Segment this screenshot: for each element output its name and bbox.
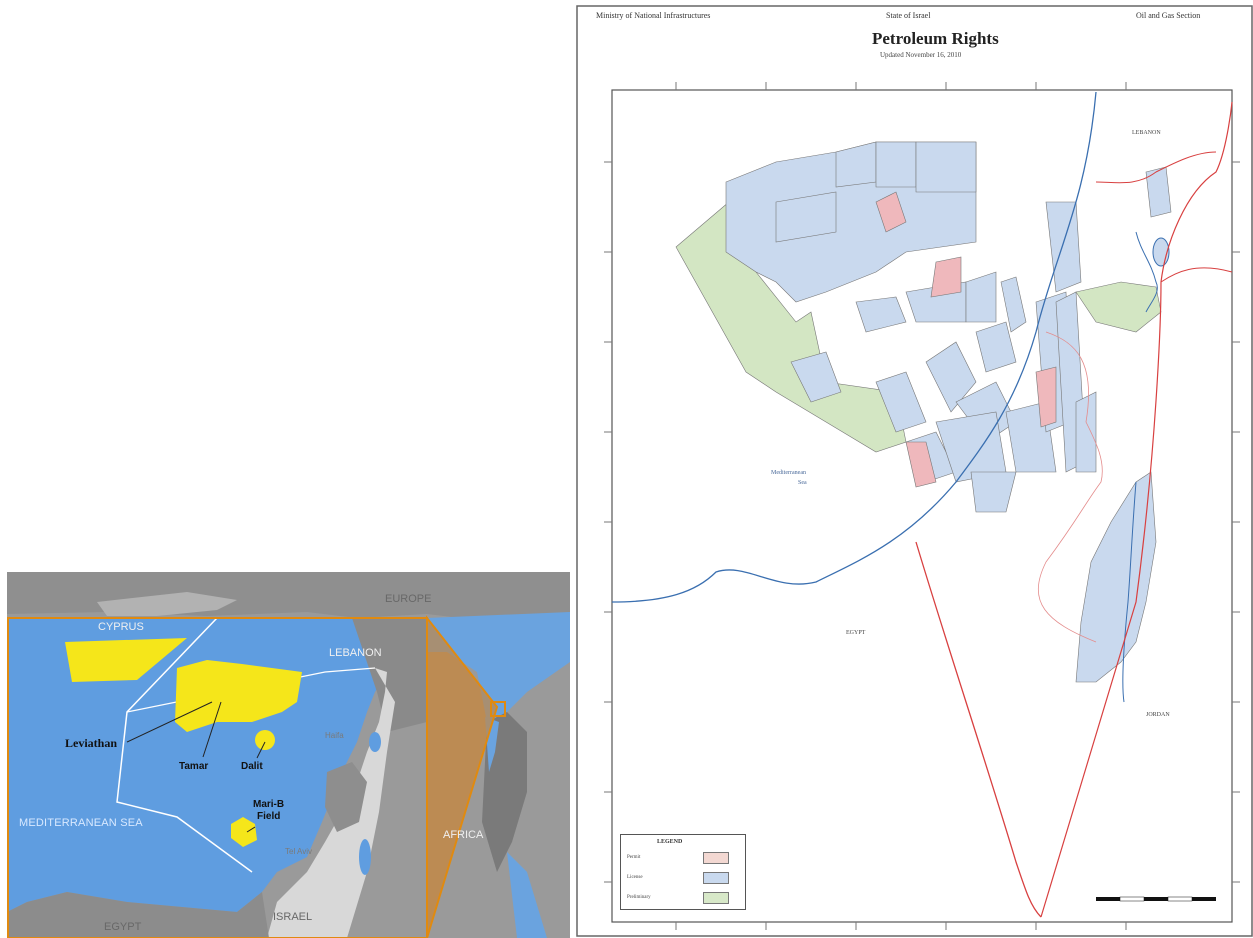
label-israel: ISRAEL bbox=[273, 911, 313, 923]
label-lebanon: LEBANON bbox=[329, 647, 382, 659]
header-ministry: Ministry of National Infrastructures bbox=[596, 11, 711, 20]
inset-map: CYPRUS EUROPE LEBANON Haifa Leviathan Ta… bbox=[7, 572, 570, 938]
label-mediterranean: Mediterranean bbox=[771, 470, 806, 476]
legend-title: LEGEND bbox=[657, 839, 683, 845]
map-subtitle: Updated November 16, 2010 bbox=[880, 51, 962, 59]
inset-map-graphic bbox=[7, 572, 570, 938]
header-section: Oil and Gas Section bbox=[1136, 11, 1201, 20]
label-dalit: Dalit bbox=[241, 761, 263, 772]
legend: LEGEND Permit License Preliminary bbox=[620, 834, 746, 910]
label-cyprus: CYPRUS bbox=[98, 621, 144, 633]
map-title: Petroleum Rights bbox=[872, 29, 999, 48]
label-mediterranean-sea: MEDITERRANEAN SEA bbox=[19, 817, 143, 829]
label-europe: EUROPE bbox=[385, 593, 432, 605]
label-lebanon-right: LEBANON bbox=[1132, 130, 1161, 136]
petroleum-map-graphic bbox=[576, 5, 1253, 937]
label-haifa: Haifa bbox=[325, 731, 344, 740]
legend-label-preliminary: Preliminary bbox=[627, 895, 651, 900]
legend-swatch-preliminary bbox=[703, 892, 729, 904]
legend-label-permit: Permit bbox=[627, 855, 641, 860]
label-egypt: EGYPT bbox=[104, 921, 142, 933]
label-leviathan: Leviathan bbox=[65, 736, 118, 750]
header-state: State of Israel bbox=[886, 11, 931, 20]
legend-swatch-permit bbox=[703, 852, 729, 864]
label-tamar: Tamar bbox=[179, 761, 209, 772]
label-africa: AFRICA bbox=[443, 829, 484, 841]
label-tel-aviv: Tel Aviv bbox=[285, 847, 312, 856]
petroleum-rights-map: Ministry of National Infrastructures Sta… bbox=[576, 2, 1253, 938]
label-mari-b: Mari-B bbox=[253, 799, 285, 810]
label-egypt-right: EGYPT bbox=[846, 630, 866, 636]
label-field: Field bbox=[257, 811, 281, 822]
label-sea: Sea bbox=[798, 480, 807, 486]
legend-swatch-license bbox=[703, 872, 729, 884]
label-jordan: JORDAN bbox=[1146, 712, 1170, 718]
legend-label-license: License bbox=[627, 875, 643, 880]
